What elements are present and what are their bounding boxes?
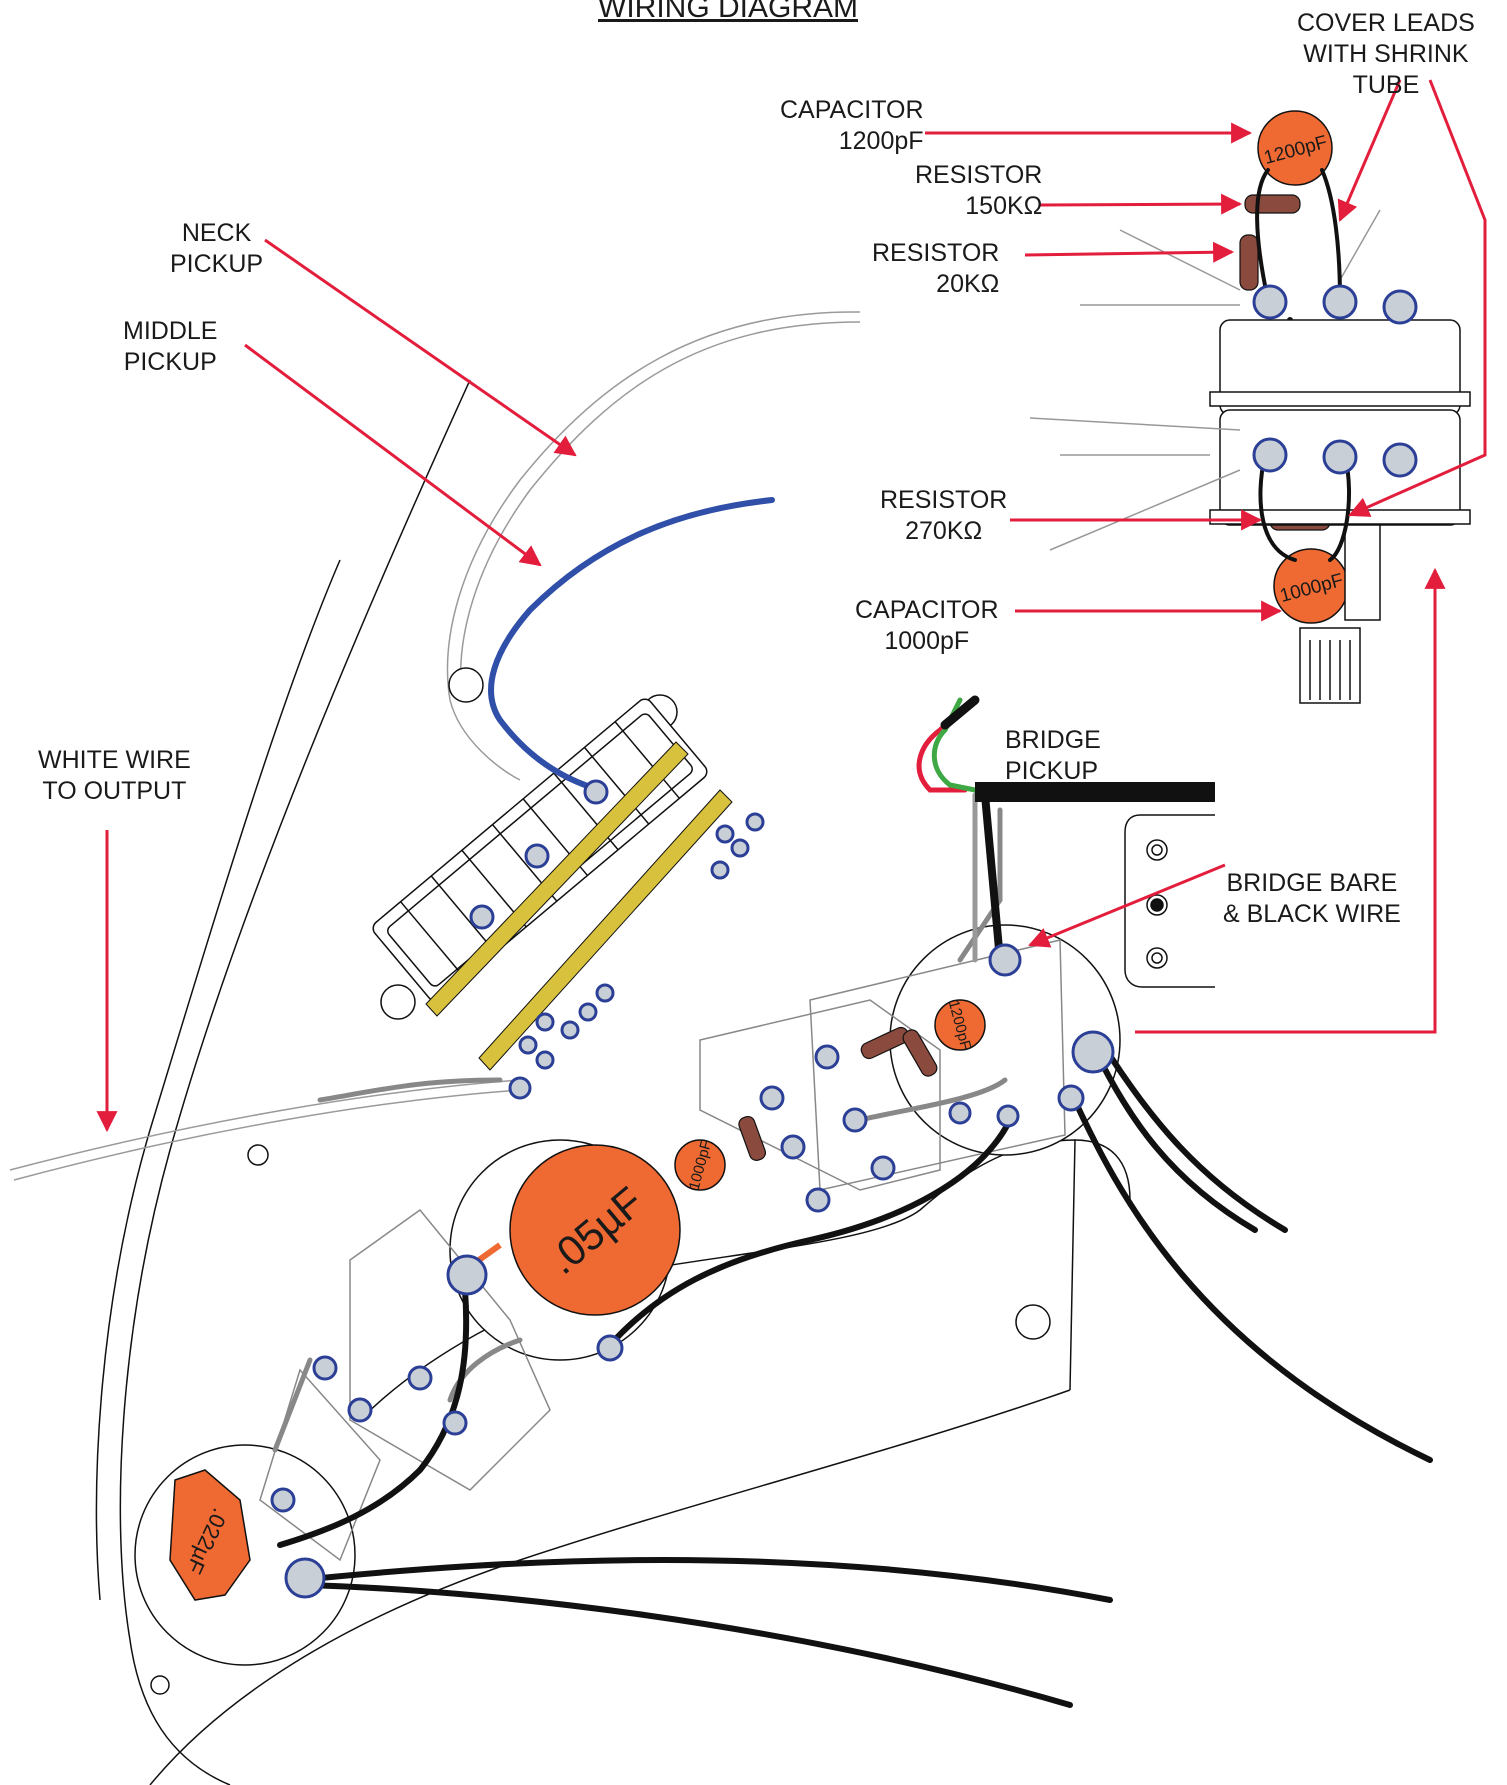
cap-1200pf-tone (934, 999, 986, 1051)
switch-wafer-bars (425, 741, 733, 1071)
bridge-pickup-body (975, 782, 1215, 802)
label-bridge-pickup: BRIDGE PICKUP (1005, 726, 1101, 785)
label-bridge-bare: BRIDGE BARE & BLACK WIRE (1223, 869, 1401, 928)
body-route (9, 311, 861, 1181)
label-resistor-270k: RESISTOR 270KΩ (880, 486, 1008, 545)
neck-pickup-blue-wire (488, 497, 775, 793)
label-neck-pickup: NECK PICKUP (170, 219, 264, 278)
label-white-wire: WHITE WIRE TO OUTPUT (38, 746, 191, 805)
label-capacitor-top: CAPACITOR 1200pF (780, 96, 924, 155)
label-middle-pickup: MIDDLE PICKUP (123, 317, 218, 376)
black-wires (277, 317, 1433, 1708)
cap-05uf (509, 1144, 681, 1316)
cap-1000pf-tone (674, 1139, 726, 1191)
push-pull-switch (1029, 209, 1471, 704)
label-resistor-20k: RESISTOR 20KΩ (872, 239, 1000, 298)
label-resistor-150k: RESISTOR 150KΩ (915, 161, 1043, 220)
bridge-plate (1124, 814, 1215, 988)
diagram-title: WIRING DIAGRAM (598, 0, 858, 24)
callout-arrows (96, 79, 1487, 1133)
bridge-pickup-leads (916, 695, 1004, 964)
capacitors: .05µF 1200pF 1000pF .022µF 1200pF 1000pF (169, 110, 1349, 1601)
cap-1200pf (1257, 110, 1333, 186)
label-cover-leads: COVER LEADS WITH SHRINK TUBE (1297, 9, 1475, 99)
label-capacitor-bottom: CAPACITOR 1000pF (855, 596, 999, 655)
cap-022uf (169, 1469, 251, 1601)
solder-lugs (270, 284, 1418, 1599)
